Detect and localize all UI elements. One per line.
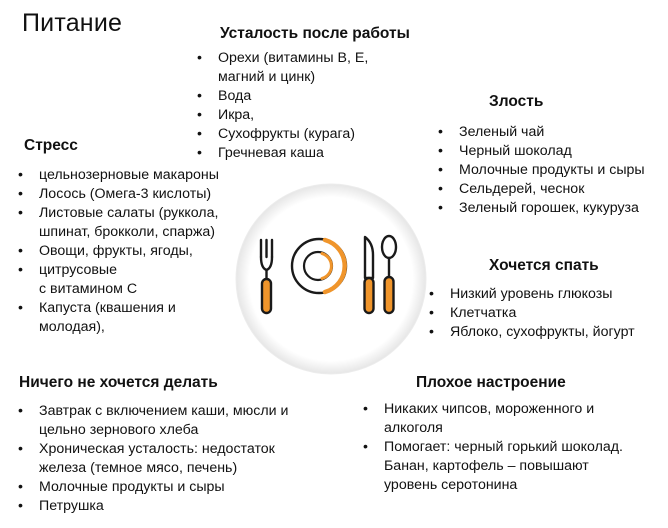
plate-illustration: [235, 183, 427, 375]
list-item: Клетчатка: [428, 304, 635, 323]
list-item: цельнозерновые макароны: [17, 166, 249, 185]
dish-icon: [290, 237, 348, 295]
spoon-icon: [380, 234, 398, 315]
item-list: Орехи (витамины В, Е,магний и цинк)ВодаИ…: [196, 49, 410, 163]
item-list: цельнозерновые макароныЛосось (Омега-3 к…: [17, 166, 249, 337]
list-item: Сухофрукты (курага): [196, 125, 410, 144]
section-heading: Усталость после работы: [220, 25, 410, 42]
section-heading: Плохое настроение: [416, 374, 566, 391]
list-item: Хроническая усталость: недостатокжелеза …: [17, 440, 317, 478]
list-item: Гречневая каша: [196, 144, 410, 163]
page-title: Питание: [22, 9, 123, 37]
section-heading: Хочется спать: [489, 257, 599, 274]
list-item: Вода: [196, 87, 410, 106]
list-item: Низкий уровень глюкозы: [428, 285, 635, 304]
section-fatigue: Усталость после работы Орехи (витамины В…: [196, 25, 410, 163]
fork-icon: [259, 238, 274, 315]
plate-cutlery-icon: [232, 180, 430, 383]
list-item: Яблоко, сухофрукты, йогурт: [428, 323, 635, 342]
list-item: Зеленый чай: [437, 123, 645, 142]
list-item: Зеленый горошек, кукуруза: [437, 199, 645, 218]
list-item: Молочные продукты и сыры: [17, 478, 317, 497]
section-heading: Ничего не хочется делать: [19, 374, 218, 391]
list-item: Листовые салаты (руккола,шпинат, броккол…: [17, 204, 249, 242]
knife-icon: [363, 235, 375, 315]
item-list: Низкий уровень глюкозыКлетчаткаЯблоко, с…: [428, 285, 635, 342]
list-item: Орехи (витамины В, Е,магний и цинк): [196, 49, 410, 87]
list-item: Икра,: [196, 106, 410, 125]
section-sleepy: Хочется спать Низкий уровень глюкозыКлет…: [428, 257, 635, 342]
section-heading: Злость: [489, 93, 544, 110]
list-item: Сельдерей, чеснок: [437, 180, 645, 199]
section-anger: Злость Зеленый чайЧерный шоколадМолочные…: [437, 93, 645, 218]
list-item: Помогает: черный горький шоколад.Банан, …: [362, 438, 662, 495]
list-item: Овощи, фрукты, ягоды,: [17, 242, 249, 261]
item-list: Завтрак с включением каши, мюсли ицельно…: [17, 402, 317, 516]
section-heading: Стресс: [24, 137, 78, 154]
section-nothing-to-do: Ничего не хочется делать Завтрак с включ…: [17, 374, 317, 516]
list-item: Молочные продукты и сыры: [437, 161, 645, 180]
item-list: Никаких чипсов, мороженного иалкоголяПом…: [362, 400, 662, 495]
list-item: Лосось (Омега-3 кислоты): [17, 185, 249, 204]
item-list: Зеленый чайЧерный шоколадМолочные продук…: [437, 123, 645, 218]
list-item: Завтрак с включением каши, мюсли ицельно…: [17, 402, 317, 440]
list-item: Черный шоколад: [437, 142, 645, 161]
section-stress: Стресс цельнозерновые макароныЛосось (Ом…: [17, 137, 249, 337]
section-bad-mood: Плохое настроение Никаких чипсов, мороже…: [362, 374, 662, 495]
list-item: Петрушка: [17, 497, 317, 516]
